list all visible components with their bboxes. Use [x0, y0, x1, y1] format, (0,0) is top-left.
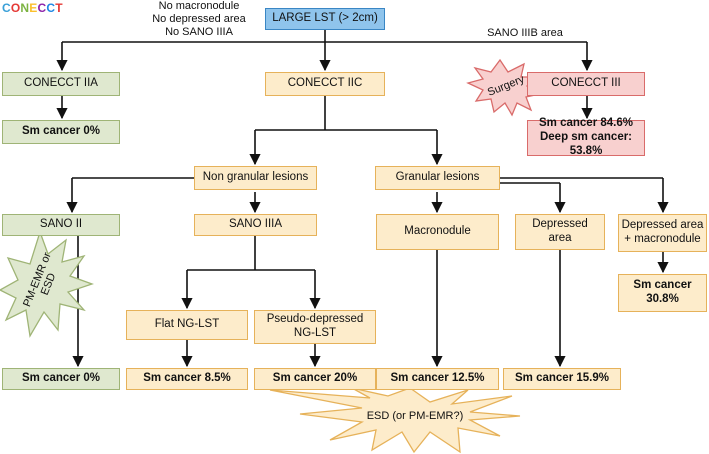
node-line: Sm cancer [633, 279, 692, 292]
non-granular-node: Non granular lesions [194, 166, 317, 190]
node-line: Depressed area [621, 219, 704, 232]
logo-letter: O [10, 1, 21, 15]
logo-letter: N [20, 1, 30, 15]
node-line: Sm cancer 84.6% [539, 117, 633, 130]
top-criteria-note: No macronodule No depressed area No SANO… [140, 0, 258, 40]
logo-letter: C [46, 1, 56, 15]
node-line: area [548, 232, 572, 244]
sano-iiib-note: SANO IIIB area [487, 27, 563, 39]
sm-cancer-sano-ii-node: Sm cancer 0% [2, 368, 120, 390]
sano-ii-node: SANO II [2, 214, 120, 236]
sm-cancer-flat-node: Sm cancer 8.5% [126, 368, 248, 390]
logo-letter: T [55, 1, 63, 15]
sm-cancer-iia-node: Sm cancer 0% [2, 120, 120, 144]
note-line: No macronodule [158, 0, 240, 12]
node-line: 30.8% [646, 293, 679, 305]
sm-cancer-dep-macro-node: Sm cancer 30.8% [618, 274, 707, 312]
connector-lines [56, 30, 669, 368]
sm-cancer-depressed-node: Sm cancer 15.9% [503, 368, 621, 390]
conecct-iia-node: CONECCT IIA [2, 72, 120, 96]
note-line: No SANO IIIA [165, 26, 233, 39]
flat-nglst-node: Flat NG-LST [126, 310, 248, 340]
node-line: Depressed [532, 218, 588, 231]
node-line: Pseudo-depressed [266, 313, 364, 326]
conecct-iic-node: CONECCT IIC [265, 72, 385, 96]
node-line: + macronodule [624, 233, 701, 245]
logo-letter: C [37, 1, 47, 15]
pseudo-depressed-node: Pseudo-depressed NG-LST [254, 310, 376, 344]
sm-cancer-pseudo-node: Sm cancer 20% [254, 368, 376, 390]
sm-cancer-iii-node: Sm cancer 84.6% Deep sm cancer: 53.8% [527, 117, 645, 157]
sm-cancer-macronodule-node: Sm cancer 12.5% [376, 368, 499, 390]
root-node: LARGE LST (> 2cm) [265, 8, 385, 30]
esd-starburst [269, 387, 521, 454]
node-line: NG-LST [293, 327, 337, 339]
depressed-macronodule-node: Depressed area + macronodule [618, 214, 707, 252]
esd-label: ESD (or PM-EMR?) [366, 410, 464, 422]
sano-iiia-node: SANO IIIA [194, 214, 317, 236]
logo-letter: C [2, 1, 11, 15]
conecct-iii-node: CONECCT III [527, 72, 645, 96]
macronodule-node: Macronodule [376, 214, 499, 250]
pm-emr-starburst [0, 229, 94, 338]
conecct-logo: CONECCT [2, 1, 63, 15]
granular-node: Granular lesions [375, 166, 500, 190]
note-line: No depressed area [152, 13, 246, 26]
logo-letter: E [29, 1, 38, 15]
depressed-area-node: Depressed area [515, 214, 605, 250]
node-line: Deep sm cancer: 53.8% [539, 131, 633, 157]
surgery-starburst [466, 58, 542, 117]
